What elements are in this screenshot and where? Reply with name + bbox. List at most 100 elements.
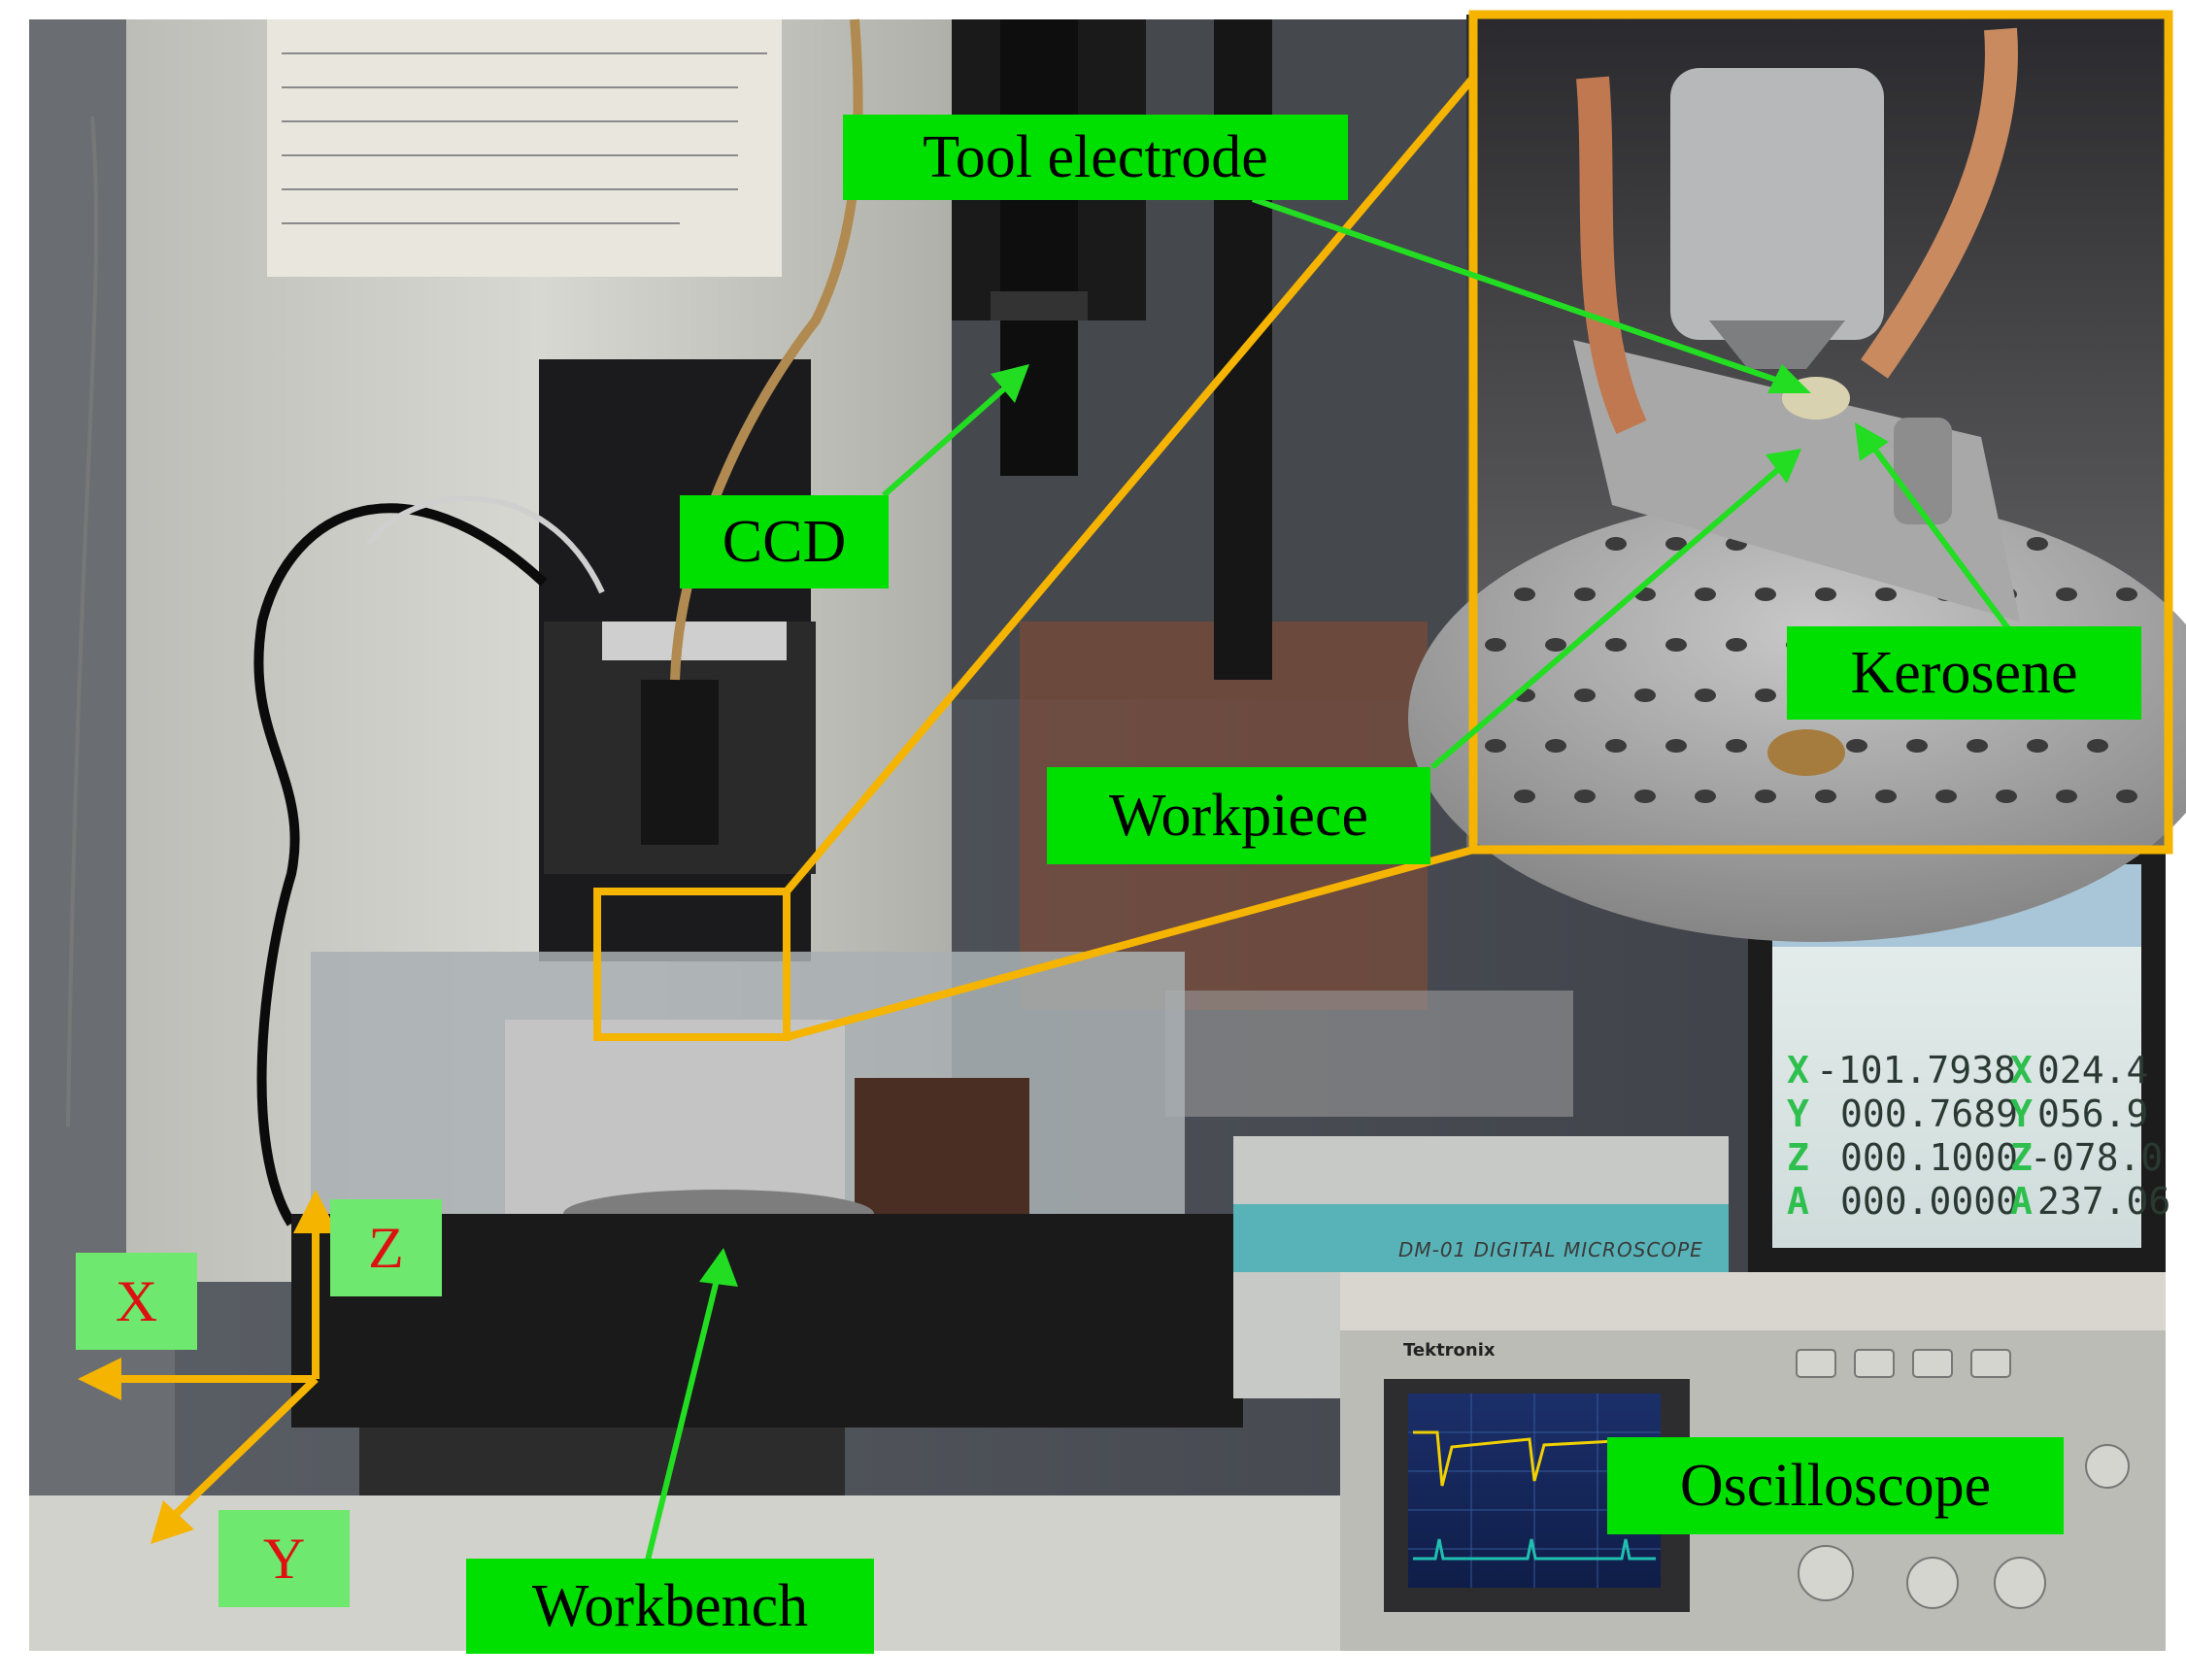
inset-workpiece — [1573, 340, 2020, 622]
axis-label-y-text: Y — [262, 1527, 306, 1591]
x-axis-arrowhead — [78, 1358, 121, 1400]
readout-axis-3: Z — [1787, 1136, 1809, 1179]
plate-hole — [1875, 588, 1897, 601]
label-ccd: CCD — [680, 495, 889, 588]
plate-hole — [1545, 638, 1566, 652]
plate-hole — [2056, 790, 2077, 803]
label-workbench-text: Workbench — [531, 1573, 809, 1639]
workbench-base — [291, 1214, 1243, 1428]
label-kerosene-text: Kerosene — [1850, 640, 2078, 706]
readout-axis-2: Y — [1787, 1092, 1809, 1135]
axis-label-y: Y — [219, 1510, 350, 1607]
current-trace — [1413, 1538, 1656, 1561]
readout-value-2: 000.7689 — [1840, 1092, 2019, 1135]
workbench-arrowhead — [699, 1248, 738, 1287]
inset-frame — [1468, 10, 2173, 855]
readout-value2-1: 024.4 — [2037, 1049, 2149, 1092]
readout-value-1: -101.7938 — [1816, 1049, 2016, 1092]
label-ccd-text: CCD — [722, 509, 847, 575]
zoom-line-bottom — [785, 846, 1475, 1041]
readout-axis2-3: Z — [2010, 1136, 2033, 1179]
microscope-label: DM-01 DIGITAL MICROSCOPE — [1398, 1238, 1703, 1261]
readout-axis-4: A — [1787, 1180, 1809, 1223]
axis-label-z: Z — [330, 1199, 442, 1296]
plate-hole — [2027, 537, 2048, 551]
plate-hole — [1967, 739, 1988, 753]
plate-hole — [1665, 739, 1687, 753]
plate-hole — [1815, 588, 1836, 601]
plate-hole — [1906, 739, 1928, 753]
label-tool-electrode-text: Tool electrode — [923, 124, 1268, 190]
y-axis-arrowhead — [151, 1500, 194, 1544]
axis-label-x: X — [76, 1253, 197, 1350]
fixture — [505, 1020, 845, 1214]
plate-hole — [1755, 588, 1776, 601]
plate-hole — [1755, 689, 1776, 702]
kerosene-arrowhead — [1855, 422, 1889, 461]
plate-hole — [1634, 689, 1656, 702]
readout-axis2-1: X — [2010, 1049, 2033, 1092]
plate-hole — [1996, 790, 2017, 803]
inset-spindle — [1670, 68, 1884, 340]
readout-axis-1: X — [1787, 1049, 1809, 1092]
plate-hole — [1815, 790, 1836, 803]
plate-hole — [1605, 638, 1627, 652]
plate-hole — [1574, 689, 1596, 702]
z-axis-arrowhead — [293, 1190, 338, 1233]
plate-hole — [1665, 537, 1687, 551]
plate-hole — [2116, 790, 2137, 803]
axis-label-x-text: X — [115, 1269, 158, 1333]
readout-value-4: 000.0000 — [1840, 1180, 2019, 1223]
annotation-arrows — [638, 196, 2013, 1589]
paper-table-lines — [282, 52, 767, 224]
plate-hole — [1695, 588, 1716, 601]
label-tool-electrode: Tool electrode — [843, 115, 1348, 200]
plate-hole — [1695, 790, 1716, 803]
paper-note — [267, 19, 782, 277]
tool-electrode-arrowhead — [1767, 364, 1811, 393]
plate-hole — [1634, 790, 1656, 803]
plate-hole — [1665, 638, 1687, 652]
readout-value-3: 000.1000 — [1840, 1136, 2019, 1179]
plate-hole — [1726, 638, 1747, 652]
plate-hole — [1695, 689, 1716, 702]
label-kerosene: Kerosene — [1787, 626, 2141, 720]
detail-frame — [593, 888, 790, 1041]
workpiece-arrowhead — [1766, 449, 1801, 484]
radiator — [1165, 991, 1573, 1117]
plate-hole — [1875, 790, 1897, 803]
label-oscilloscope-text: Oscilloscope — [1679, 1453, 1992, 1519]
cable-left — [253, 503, 548, 1226]
plate-hole — [2116, 588, 2137, 601]
readout-axis2-4: A — [2010, 1180, 2033, 1223]
plate-hole — [1935, 790, 1957, 803]
plate-hole — [2027, 739, 2048, 753]
ccd-arrowhead — [991, 364, 1029, 403]
readout-value2-2: 056.9 — [2037, 1092, 2149, 1135]
label-oscilloscope: Oscilloscope — [1607, 1437, 2064, 1534]
axis-label-z-text: Z — [368, 1216, 404, 1280]
plate-hole — [1485, 638, 1506, 652]
plate-hole — [2087, 739, 2108, 753]
zoom-line-top — [783, 75, 1477, 894]
plate-hole — [1485, 739, 1506, 753]
plate-hole — [1605, 739, 1627, 753]
plate-hole — [1605, 537, 1627, 551]
readout-axis2-2: Y — [2010, 1092, 2033, 1135]
plate-hole — [1545, 739, 1566, 753]
inset-copper-left — [1576, 76, 1647, 435]
readout-value2-4: 237.06 — [2037, 1180, 2171, 1223]
plate-hole — [1514, 790, 1535, 803]
inset-copper-right — [1861, 27, 2018, 379]
plate-hole — [1574, 790, 1596, 803]
plate-hole — [1726, 739, 1747, 753]
label-workpiece: Workpiece — [1047, 767, 1430, 864]
ccd-camera — [1000, 19, 1078, 476]
axis-triad — [107, 1219, 319, 1523]
plate-hole — [1514, 588, 1535, 601]
scope-knobs — [1796, 1349, 2130, 1609]
voltage-trace — [1413, 1430, 1652, 1487]
plate-hole — [1755, 790, 1776, 803]
label-workpiece-text: Workpiece — [1109, 783, 1368, 849]
plate-hole — [1846, 739, 1867, 753]
